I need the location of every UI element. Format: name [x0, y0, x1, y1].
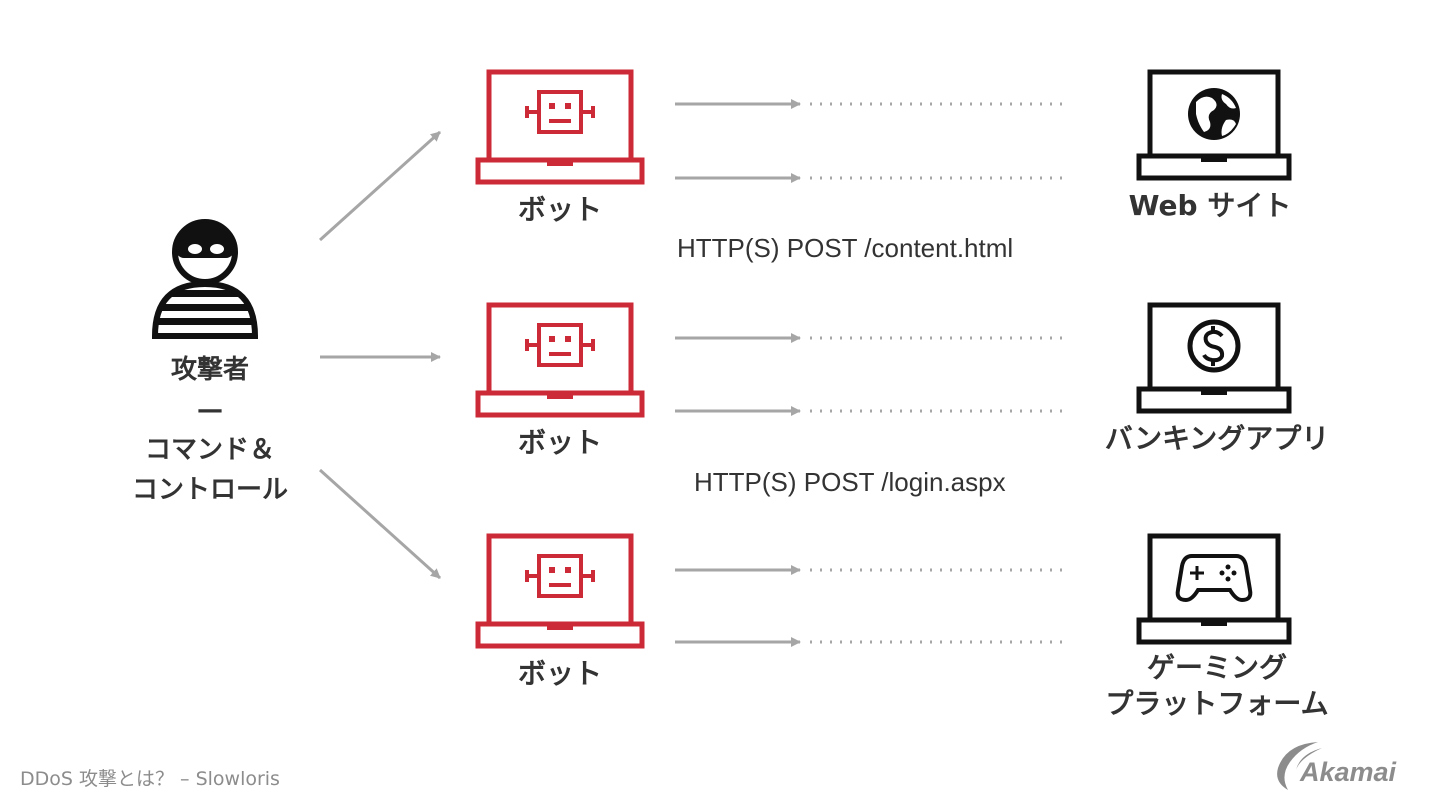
attacker-label: 攻撃者 — コマンド＆ コントロール [80, 350, 340, 510]
globe-icon [1188, 88, 1240, 140]
arrow-attacker-bot1 [318, 130, 442, 242]
request-label-login: HTTP(S) POST /login.aspx [694, 467, 1006, 497]
attacker-label-dash: — [197, 395, 223, 425]
footer-title: DDoS 攻撃とは？ – Slowloris [20, 768, 280, 790]
target-label-gaming-line1: ゲーミング [1146, 651, 1287, 684]
target-label-banking-line1: バンキングアプリ [1104, 422, 1330, 455]
request-label-content: HTTP(S) POST /content.html [677, 233, 1014, 263]
attacker-label-line3: コントロール [131, 475, 288, 505]
attacker-icon [151, 219, 259, 339]
bot-laptop-1 [478, 72, 642, 182]
bot-laptop-3 [478, 536, 642, 646]
bot-label-3: ボット [517, 657, 602, 690]
target-label-gaming-line2: プラットフォーム [1105, 687, 1329, 720]
target-label-web-line1: Web サイト [1128, 189, 1292, 222]
attacker-label-line2: コマンド＆ [144, 435, 275, 465]
gamepad-icon [1175, 554, 1253, 603]
bot-label-1: ボット [517, 193, 602, 226]
request-arrows [675, 99, 1070, 647]
target-label-banking: バンキングアプリ [1067, 421, 1367, 457]
target-label-gaming: ゲーミング プラットフォーム [1067, 650, 1367, 722]
dollar-icon [1187, 319, 1241, 373]
bot-laptop-2 [478, 305, 642, 415]
akamai-logo: Akamai [1300, 757, 1397, 787]
target-label-web: Web サイト [1060, 188, 1360, 224]
attacker-label-line1: 攻撃者 [170, 355, 249, 385]
akamai-logo-icon [1277, 742, 1322, 790]
bot-label-2: ボット [517, 426, 602, 459]
arrow-attacker-bot3 [318, 468, 442, 580]
